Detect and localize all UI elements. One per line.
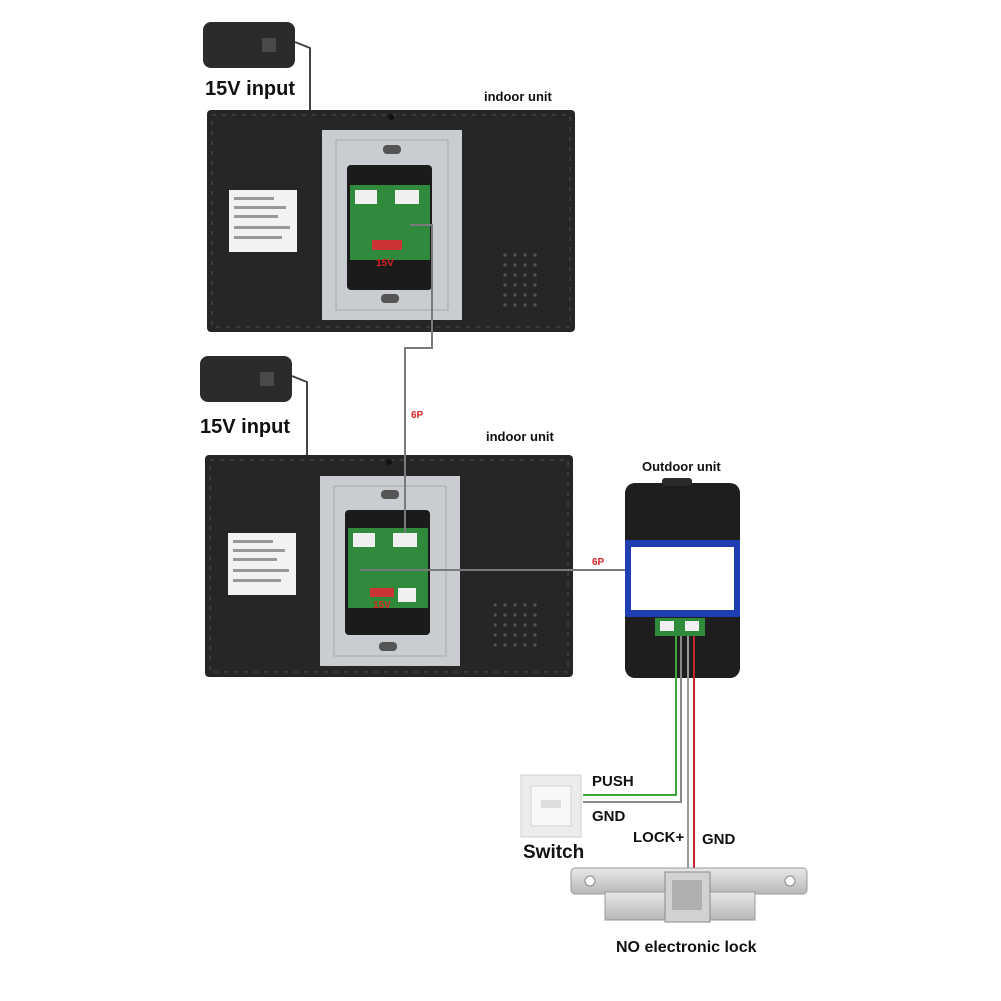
indoor-unit-top-label: indoor unit	[484, 89, 552, 104]
cable-6p-vertical	[404, 224, 433, 533]
lock-label: NO electronic lock	[616, 939, 757, 956]
electronic-lock	[570, 867, 808, 923]
wire-push	[583, 636, 677, 796]
exit-switch	[520, 774, 582, 838]
lock-plus-label: LOCK+	[633, 829, 685, 846]
switch-gnd-label: GND	[592, 808, 626, 825]
cable-vertical-label: 6P	[411, 410, 424, 421]
lock-gnd-label: GND	[702, 831, 736, 848]
indoor-unit-bottom-label: indoor unit	[486, 429, 554, 444]
indoor-unit-bottom	[205, 455, 573, 677]
adapter-top-label: 15V input	[205, 78, 296, 100]
adapter-bottom-label: 15V input	[200, 416, 291, 438]
board-voltage-top: 15V	[376, 258, 394, 269]
indoor-unit-top	[207, 110, 575, 332]
cable-outdoor-label: 6P	[592, 557, 605, 568]
push-label: PUSH	[592, 773, 634, 790]
outdoor-unit	[625, 478, 740, 678]
switch-label: Switch	[523, 842, 585, 863]
speaker-grille-top	[498, 252, 543, 307]
spec-label-bottom	[228, 533, 296, 595]
outdoor-unit-label: Outdoor unit	[642, 459, 721, 474]
spec-label-top	[229, 190, 297, 252]
wire-switch-gnd	[583, 636, 682, 803]
board-voltage-bottom: 15V	[373, 600, 391, 611]
speaker-grille-bottom	[494, 598, 539, 653]
